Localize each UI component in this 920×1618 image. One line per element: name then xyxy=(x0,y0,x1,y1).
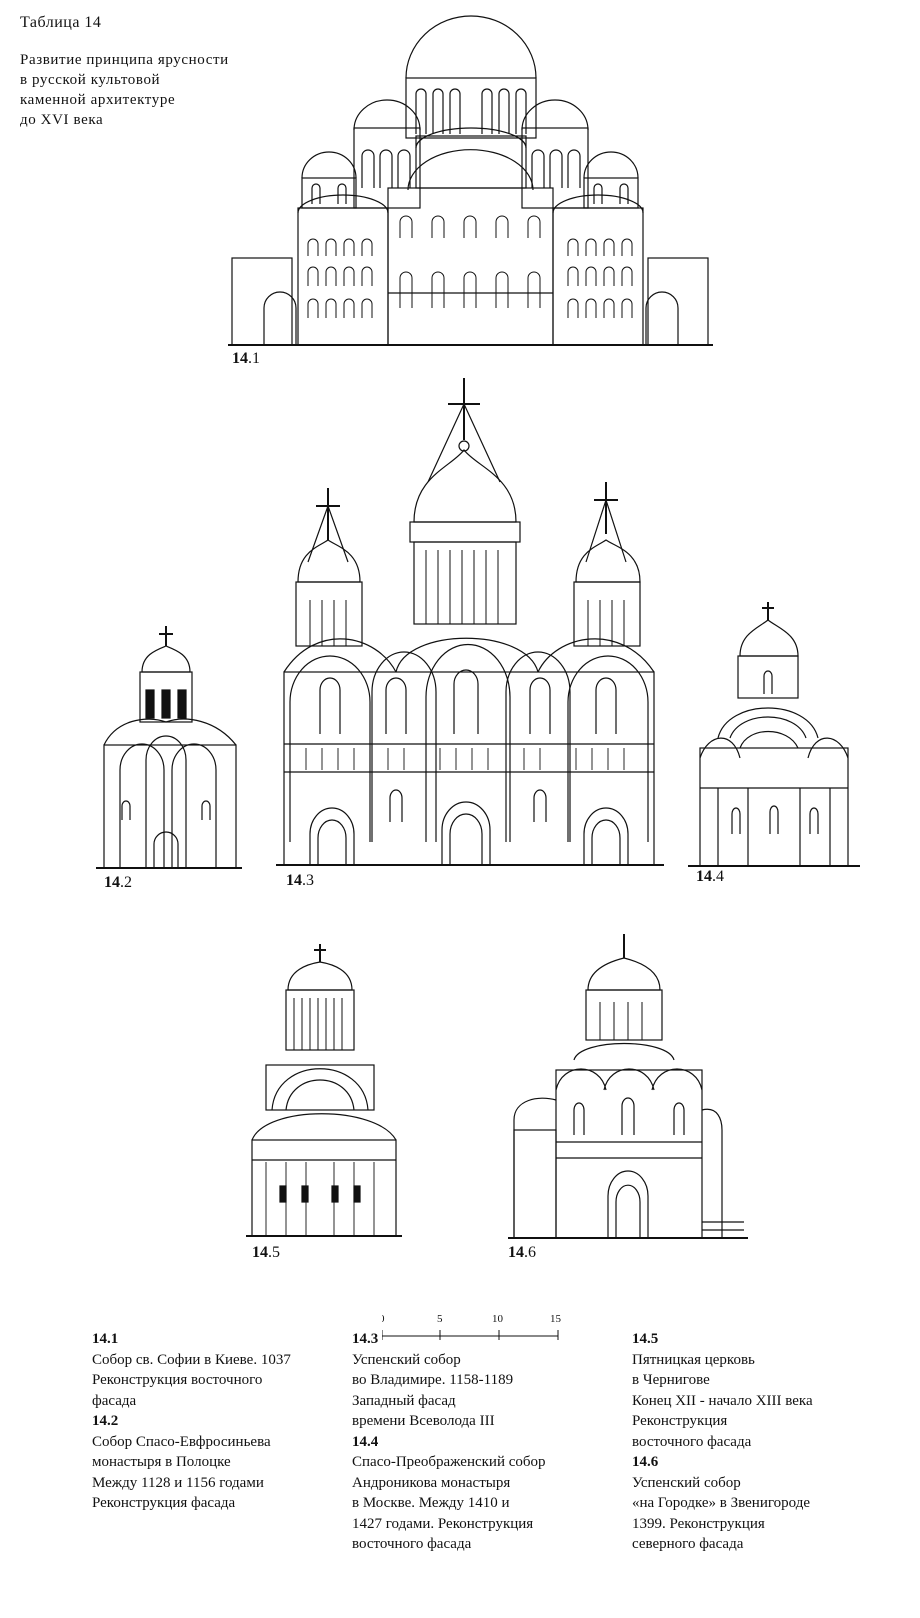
caption-line: Собор Спасо-Евфросиньева xyxy=(92,1433,271,1450)
caption-column-1: 14.1 Собор св. Софии в Киеве. 1037 Рекон… xyxy=(92,1329,291,1514)
caption-line: фасада xyxy=(92,1392,137,1409)
figure-14-6-label: 14.6 xyxy=(508,1244,536,1261)
caption-line: северного фасада xyxy=(632,1536,744,1552)
caption-line: во Владимире. 1158-1189 xyxy=(352,1372,514,1388)
caption-line: Пятницкая церковь xyxy=(632,1351,755,1368)
caption-line: Между 1128 и 1156 годами xyxy=(92,1474,264,1491)
figure-14-6-drawing xyxy=(508,930,748,1242)
caption-line: восточного фасада xyxy=(632,1433,752,1450)
scale-tick-10: 10 xyxy=(492,1313,504,1325)
caption-line: 1427 годами. Реконструкция xyxy=(352,1515,534,1532)
figure-14-4-drawing xyxy=(688,598,860,870)
scale-tick-0: 0 xyxy=(382,1313,385,1325)
subtitle-line: до XVI века xyxy=(20,112,104,128)
caption-column-3: 14.5 Пятницкая церковь в Чернигове Конец… xyxy=(632,1329,813,1555)
caption-line: Реконструкция фасада xyxy=(92,1495,236,1511)
caption-line: Западный фасад xyxy=(352,1392,456,1409)
figure-14-2-label: 14.2 xyxy=(104,874,132,891)
caption-line: «на Городке» в Звенигороде xyxy=(632,1495,811,1511)
subtitle-line: в русской культовой xyxy=(20,72,161,88)
caption-number: 14.1 xyxy=(92,1331,119,1347)
caption-number: 14.3 xyxy=(352,1331,379,1347)
figure-14-1-label: 14.1 xyxy=(232,350,260,367)
caption-number: 14.4 xyxy=(352,1433,379,1450)
caption-column-2: 14.3 Успенский собор во Владимире. 1158-… xyxy=(352,1329,546,1555)
table-subtitle: Развитие принципа ярусности в русской ку… xyxy=(20,50,229,130)
caption-line: монастыря в Полоцке xyxy=(92,1454,231,1470)
scale-tick-5: 5 xyxy=(437,1313,443,1325)
caption-line: Успенский собор xyxy=(352,1351,461,1368)
caption-line: 1399. Реконструкция xyxy=(632,1515,765,1532)
caption-line: в Москве. Между 1410 и xyxy=(352,1495,510,1511)
caption-line: Собор св. Софии в Киеве. 1037 xyxy=(92,1351,291,1368)
caption-line: Реконструкция восточного xyxy=(92,1372,263,1388)
caption-line: восточного фасада xyxy=(352,1536,472,1552)
caption-line: Успенский собор xyxy=(632,1474,741,1491)
figure-14-1-drawing xyxy=(228,8,718,348)
subtitle-line: Развитие принципа ярусности xyxy=(20,52,229,68)
figure-14-2-drawing xyxy=(96,620,242,872)
figure-14-5-label: 14.5 xyxy=(252,1244,280,1261)
caption-line: Реконструкция xyxy=(632,1413,728,1429)
caption-number: 14.2 xyxy=(92,1413,119,1429)
caption-line: Андроникова монастыря xyxy=(352,1474,511,1491)
subtitle-line: каменной архитектуре xyxy=(20,92,176,108)
caption-number: 14.5 xyxy=(632,1331,659,1347)
scale-bar: 0 5 10 15 xyxy=(379,1308,582,1348)
figure-14-3-drawing xyxy=(276,372,664,868)
table-title: Таблица 14 xyxy=(20,14,102,31)
caption-line: Спасо-Преображенский собор xyxy=(352,1454,546,1470)
figure-14-4-label: 14.4 xyxy=(696,868,724,885)
figure-14-3-label: 14.3 xyxy=(286,872,314,889)
caption-line: Конец XII - начало XIII века xyxy=(632,1392,813,1409)
caption-number: 14.6 xyxy=(632,1454,659,1470)
caption-line: в Чернигове xyxy=(632,1372,710,1388)
scale-tick-15: 15 xyxy=(550,1313,562,1325)
caption-line: времени Всеволода III xyxy=(352,1413,495,1429)
figure-14-5-drawing xyxy=(246,940,402,1240)
